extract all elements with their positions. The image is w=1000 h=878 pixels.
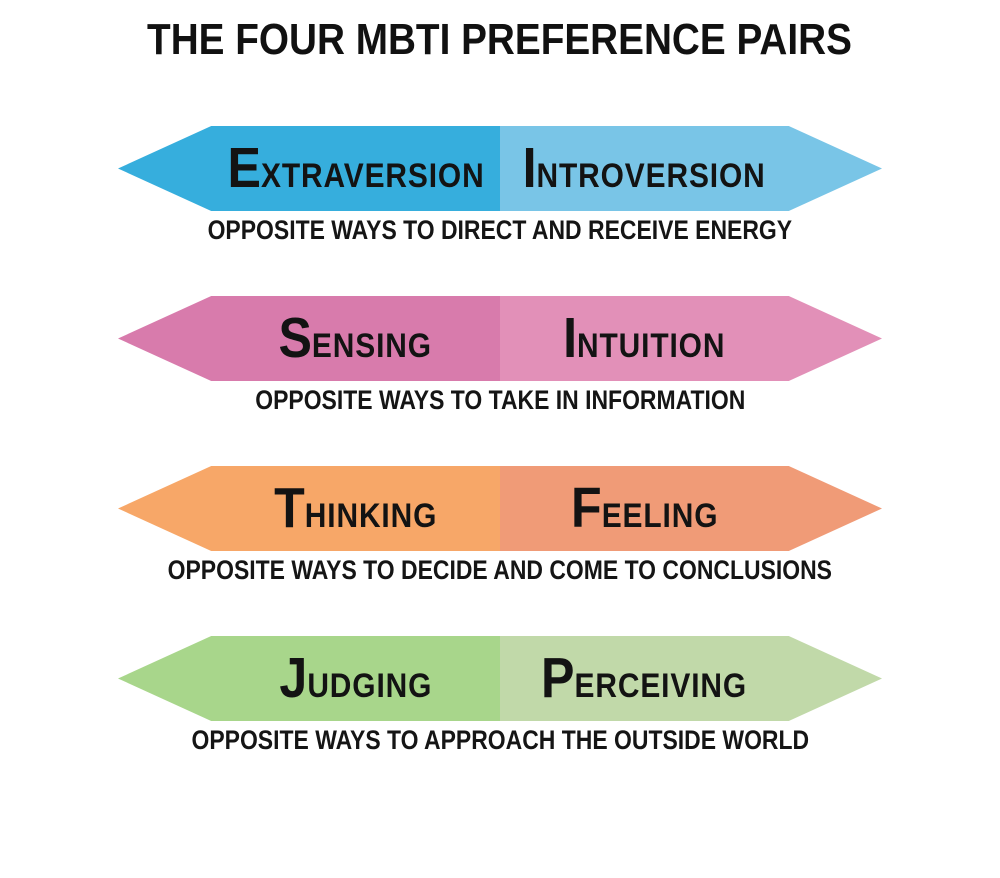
arrow-left-half bbox=[118, 126, 500, 211]
pole-text: FEELING bbox=[571, 480, 718, 537]
arrow-right-half bbox=[500, 126, 882, 211]
pair-caption-outside-world: OPPOSITE WAYS TO APPROACH THE OUTSIDE WO… bbox=[0, 727, 1000, 754]
pair-row-information: SENSING INTUITION OPPOSITE WAYS TO TAKE … bbox=[0, 296, 1000, 426]
pole-initial: S bbox=[278, 306, 313, 370]
pole-rest: HINKING bbox=[304, 497, 438, 535]
pole-rest: XTRAVERSION bbox=[260, 157, 485, 195]
pole-label-thinking: THINKING bbox=[211, 466, 500, 551]
pole-rest: NTUITION bbox=[577, 327, 726, 365]
pair-caption-text: OPPOSITE WAYS TO DIRECT AND RECEIVE ENER… bbox=[207, 215, 793, 245]
pole-initial: P bbox=[541, 646, 575, 710]
arrow-right-half bbox=[500, 636, 882, 721]
page-title: THE FOUR MBTI PREFERENCE PAIRS bbox=[0, 15, 1000, 64]
arrow-left-half bbox=[118, 636, 500, 721]
pole-text: EXTRAVERSION bbox=[227, 140, 484, 197]
arrow-left-half bbox=[118, 296, 500, 381]
pole-label-sensing: SENSING bbox=[211, 296, 500, 381]
pair-row-energy: EXTRAVERSION INTROVERSION OPPOSITE WAYS … bbox=[0, 126, 1000, 256]
pair-caption-text: OPPOSITE WAYS TO DECIDE AND COME TO CONC… bbox=[167, 555, 833, 585]
pair-row-outside-world: JUDGING PERCEIVING OPPOSITE WAYS TO APPR… bbox=[0, 636, 1000, 766]
pole-rest: NTROVERSION bbox=[536, 157, 766, 195]
double-arrow-decisions: THINKING FEELING bbox=[118, 466, 882, 551]
pole-label-feeling: FEELING bbox=[500, 466, 789, 551]
page-title-text: THE FOUR MBTI PREFERENCE PAIRS bbox=[147, 15, 853, 64]
pole-label-intuition: INTUITION bbox=[500, 296, 789, 381]
pair-row-decisions: THINKING FEELING OPPOSITE WAYS TO DECIDE… bbox=[0, 466, 1000, 596]
pair-caption-energy: OPPOSITE WAYS TO DIRECT AND RECEIVE ENER… bbox=[0, 217, 1000, 244]
pole-initial: E bbox=[227, 136, 261, 200]
pole-text: PERCEIVING bbox=[541, 650, 747, 707]
pole-initial: I bbox=[522, 136, 537, 200]
arrow-right-half bbox=[500, 466, 882, 551]
pole-label-judging: JUDGING bbox=[211, 636, 500, 721]
arrow-right-half bbox=[500, 296, 882, 381]
pole-label-extraversion: EXTRAVERSION bbox=[211, 126, 500, 211]
pole-text: INTUITION bbox=[563, 310, 725, 367]
pair-caption-decisions: OPPOSITE WAYS TO DECIDE AND COME TO CONC… bbox=[0, 557, 1000, 584]
pole-label-perceiving: PERCEIVING bbox=[500, 636, 789, 721]
pole-text: JUDGING bbox=[279, 650, 432, 707]
pole-label-introversion: INTROVERSION bbox=[500, 126, 789, 211]
pole-initial: T bbox=[274, 476, 305, 540]
double-arrow-outside-world: JUDGING PERCEIVING bbox=[118, 636, 882, 721]
pole-initial: J bbox=[279, 646, 308, 710]
double-arrow-energy: EXTRAVERSION INTROVERSION bbox=[118, 126, 882, 211]
pair-caption-text: OPPOSITE WAYS TO APPROACH THE OUTSIDE WO… bbox=[191, 725, 809, 755]
double-arrow-information: SENSING INTUITION bbox=[118, 296, 882, 381]
pole-text: INTROVERSION bbox=[523, 140, 766, 197]
pair-caption-information: OPPOSITE WAYS TO TAKE IN INFORMATION bbox=[0, 387, 1000, 414]
pole-initial: I bbox=[563, 306, 578, 370]
pole-rest: UDGING bbox=[307, 667, 433, 705]
pair-caption-text: OPPOSITE WAYS TO TAKE IN INFORMATION bbox=[254, 385, 746, 415]
pole-rest: EELING bbox=[601, 497, 719, 535]
pole-text: SENSING bbox=[279, 310, 432, 367]
arrow-left-half bbox=[118, 466, 500, 551]
pole-rest: ENSING bbox=[312, 327, 433, 365]
pole-text: THINKING bbox=[274, 480, 437, 537]
pole-rest: ERCEIVING bbox=[574, 667, 748, 705]
pole-initial: F bbox=[570, 476, 602, 540]
